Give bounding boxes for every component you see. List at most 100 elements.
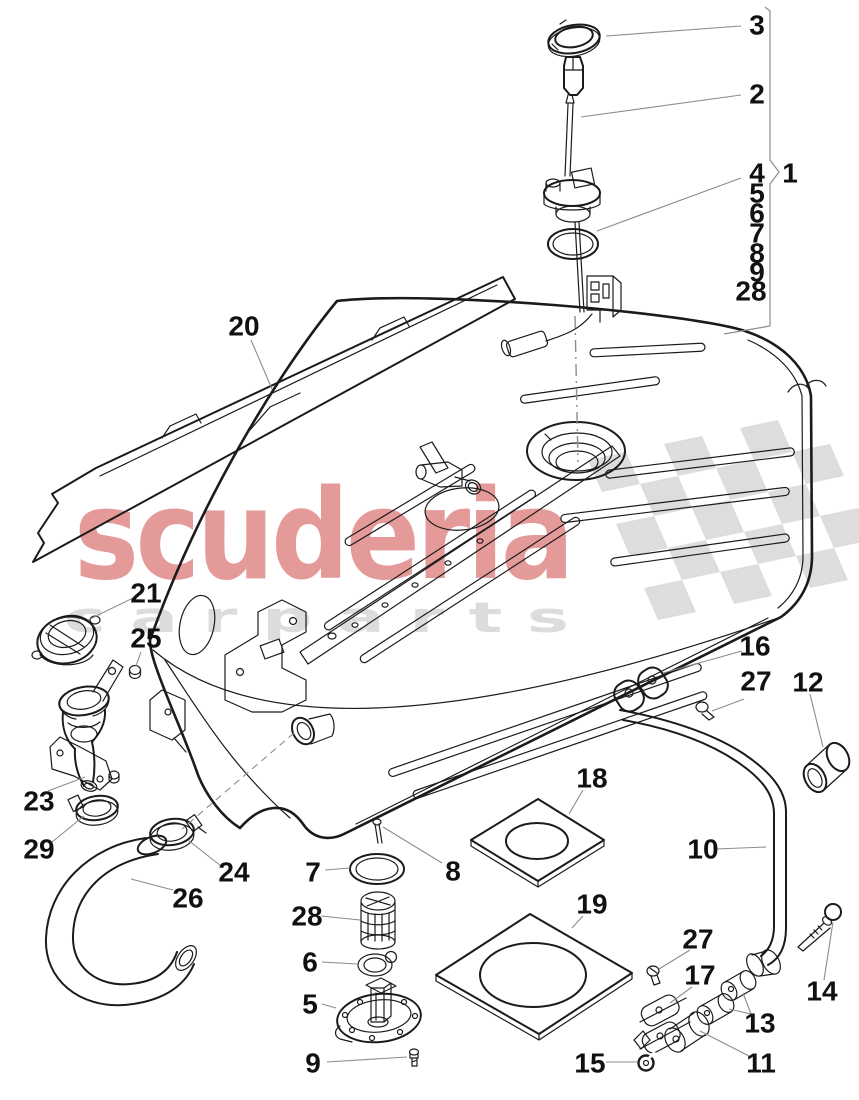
nut-25a	[128, 664, 142, 680]
part-label-11: 11	[746, 1048, 776, 1079]
leader-line	[250, 339, 273, 390]
clip-17	[633, 994, 691, 1054]
screw-27-upper	[695, 701, 715, 721]
leader-line	[669, 986, 693, 1004]
hose-clamp-24	[149, 814, 207, 851]
fuel-filter-28	[360, 891, 396, 950]
part-label-14: 14	[806, 976, 838, 1007]
leader-line	[658, 949, 691, 970]
part-label-1: 1	[782, 158, 798, 189]
pump-flange-5	[334, 977, 422, 1044]
tank-outlet-nipple	[290, 713, 335, 746]
line-art	[31, 19, 851, 1072]
part-label-6-stack: 6	[749, 198, 765, 229]
part-label-21: 21	[130, 578, 161, 609]
spacers-13	[696, 970, 757, 1025]
part-label-18: 18	[576, 763, 607, 794]
flag-cell	[720, 564, 772, 604]
watermark-brand-text: scuderia	[74, 464, 571, 608]
leader-line	[326, 1056, 408, 1063]
flag-cell	[792, 444, 844, 484]
flag-cell	[692, 500, 744, 540]
part-label-2: 2	[749, 79, 765, 110]
part-label-9-stack: 9	[749, 257, 765, 288]
watermark-layer: scuderia c a r p a r t s	[64, 420, 859, 642]
checkered-flag-watermark	[588, 420, 859, 620]
part-label-17: 17	[684, 960, 715, 991]
leader-line	[324, 867, 351, 871]
leader-line	[699, 1030, 750, 1057]
flag-cell	[664, 436, 716, 476]
part-label-15: 15	[574, 1048, 605, 1079]
bracket-line	[723, 6, 780, 335]
strap-bracket-16	[613, 666, 669, 713]
leader-line	[87, 597, 134, 621]
part-label-5-stack: 5	[749, 178, 765, 209]
part-label-27-upper: 27	[740, 666, 771, 697]
tank-ribs	[323, 342, 795, 799]
tank-oval-seam	[424, 487, 500, 531]
sender-hole	[526, 421, 626, 481]
hose-clamp-29	[67, 794, 119, 826]
pump-module-stack	[334, 818, 422, 1067]
leader-line	[742, 992, 752, 1015]
flag-cell	[716, 460, 768, 500]
flag-cell	[740, 420, 792, 460]
nut-25b	[108, 770, 120, 784]
leader-line	[715, 846, 767, 850]
group-bracket-part-1	[723, 6, 780, 335]
sleeve-11	[664, 1011, 710, 1053]
part-label-7-stack: 7	[749, 218, 765, 249]
filler-hole-outline	[178, 594, 216, 656]
filler-cap	[31, 614, 101, 666]
flag-cell	[796, 548, 848, 588]
part-label-12: 12	[792, 667, 823, 698]
pad-18	[470, 798, 605, 888]
leader-line	[320, 915, 361, 921]
leader-line	[662, 650, 743, 674]
heat-shield	[32, 276, 516, 563]
part-label-24: 24	[218, 857, 250, 888]
screw-27-lower	[646, 965, 661, 986]
part-label-13: 13	[744, 1008, 775, 1039]
leader-line	[568, 789, 584, 815]
washer-15	[637, 1051, 656, 1072]
strap-end-roll	[746, 949, 781, 977]
part-label-29: 29	[23, 834, 54, 865]
leader-line	[571, 915, 584, 929]
leader-line	[135, 651, 142, 667]
part-label-5-part: 5	[302, 989, 318, 1020]
leader-line	[574, 315, 579, 463]
leader-line	[809, 693, 824, 748]
leader-line	[596, 177, 742, 232]
filler-neck	[49, 659, 124, 792]
leader-line	[711, 698, 745, 712]
leader-line	[47, 776, 86, 792]
part-label-27-lower: 27	[682, 924, 713, 955]
sender-module	[586, 275, 622, 323]
part-label-8-part: 8	[445, 856, 461, 887]
leader-lines	[47, 25, 834, 1063]
part-label-9-part: 9	[305, 1048, 321, 1079]
leader-line	[728, 1008, 752, 1015]
bolt-14	[797, 903, 842, 952]
flag-cell	[668, 540, 720, 580]
fuel-tank	[148, 296, 827, 840]
flag-cell	[820, 508, 859, 548]
part-label-23: 23	[23, 786, 54, 817]
part-label-25: 25	[130, 623, 161, 654]
leader-line	[321, 961, 358, 965]
part-label-7-part: 7	[305, 857, 321, 888]
tank-bracket	[149, 599, 307, 753]
leader-line	[130, 878, 174, 891]
part-label-10: 10	[687, 834, 718, 865]
flag-cell	[640, 476, 692, 516]
leader-line	[605, 25, 742, 37]
part-label-4: 4	[749, 158, 765, 189]
leader-line	[187, 839, 222, 867]
pad-19	[435, 913, 633, 1041]
leader-line	[382, 826, 443, 864]
part-label-20: 20	[228, 311, 259, 342]
part-label-28-stack: 28	[735, 276, 766, 307]
